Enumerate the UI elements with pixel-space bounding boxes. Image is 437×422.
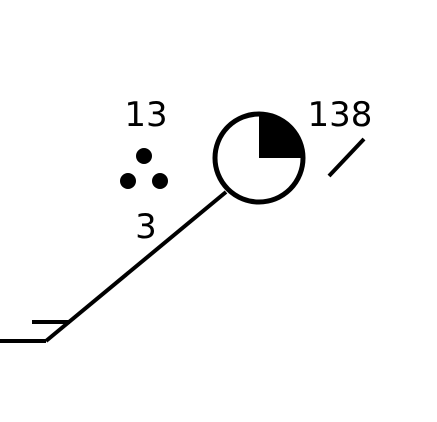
station-circle-group [212, 111, 306, 205]
wind-barb [0, 190, 228, 343]
rain-dot-left [120, 173, 136, 189]
temperature-value: 13 [124, 95, 167, 135]
rain-dot-top [136, 148, 152, 164]
pressure-value: 138 [308, 95, 373, 135]
present-weather-rain-icon [120, 148, 168, 189]
rain-dot-right [152, 173, 168, 189]
wind-staff [44, 190, 228, 343]
pressure-tendency-icon [327, 137, 366, 178]
dew-point-value: 3 [135, 207, 157, 247]
cloud-cover-fill [259, 114, 303, 158]
